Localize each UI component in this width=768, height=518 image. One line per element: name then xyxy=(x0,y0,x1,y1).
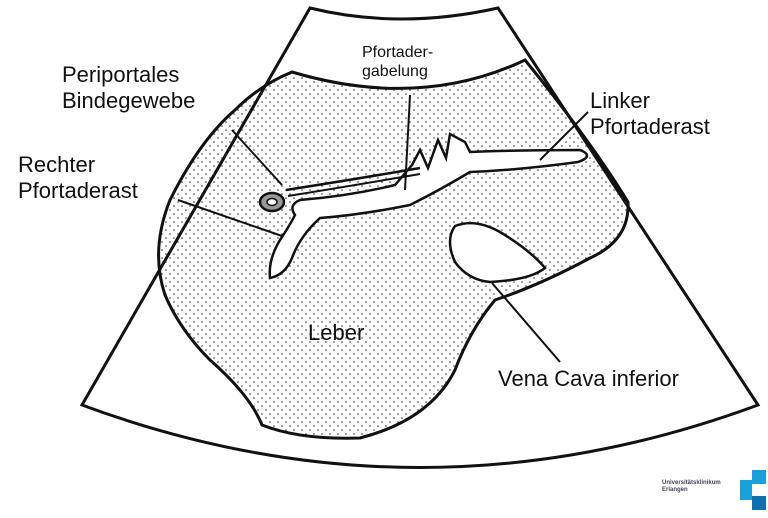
label-periportales: Periportales Bindegewebe xyxy=(62,62,196,113)
pointer-rechter xyxy=(177,199,283,237)
vena-cava-region xyxy=(448,221,547,284)
pointer-vena-cava xyxy=(491,282,561,363)
logo-text: Universitätsklinikum Erlangen xyxy=(662,480,721,494)
ultrasound-sector xyxy=(79,6,761,469)
label-leber: Leber xyxy=(308,320,365,345)
periportal-tissue xyxy=(285,166,421,192)
pointer-periportales xyxy=(231,129,283,186)
pointer-linker xyxy=(539,111,589,161)
logo-mark-icon xyxy=(740,470,766,510)
label-linker: Linker Pfortaderast xyxy=(590,88,710,139)
pointer-pfortadergabelung xyxy=(404,94,411,191)
label-rechter: Rechter Pfortaderast xyxy=(18,152,138,203)
label-pfortadergabelung: Pfortader- gabelung xyxy=(362,44,434,80)
portal-vein-branches xyxy=(268,132,589,280)
label-vena-cava: Vena Cava inferior xyxy=(498,366,679,391)
